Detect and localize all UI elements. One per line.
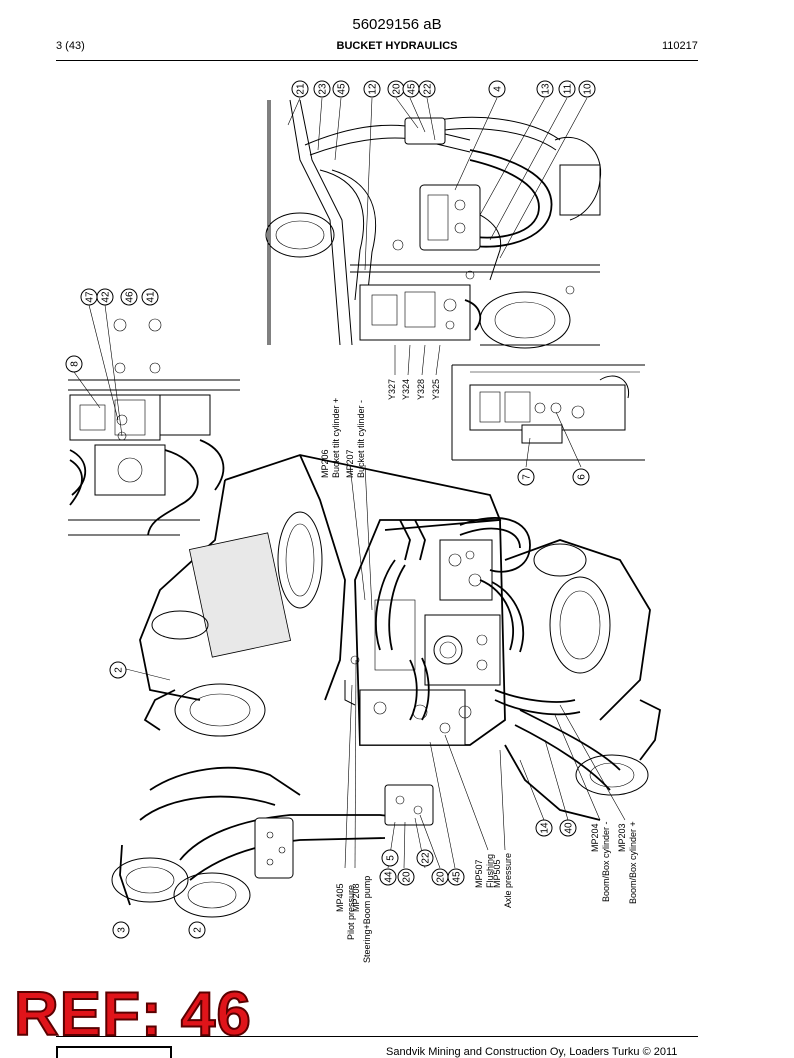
detail-view-right xyxy=(451,364,645,461)
footer-copyright: Sandvik Mining and Construction Oy, Load… xyxy=(386,1046,678,1058)
svg-text:5: 5 xyxy=(386,855,397,861)
callout-41: 41 xyxy=(141,288,159,306)
label-mp507-desc: Flushing xyxy=(485,854,495,888)
svg-text:46: 46 xyxy=(125,291,136,303)
svg-text:2: 2 xyxy=(114,667,125,673)
label-mp405-desc: Pilot pressure xyxy=(346,885,356,940)
svg-text:7: 7 xyxy=(522,474,533,480)
company-logo xyxy=(56,1046,172,1058)
svg-text:2: 2 xyxy=(193,927,204,933)
callout-21: 21 xyxy=(291,80,309,98)
svg-text:44: 44 xyxy=(384,871,395,883)
svg-text:3: 3 xyxy=(117,927,128,933)
callout-45: 45 xyxy=(447,868,465,886)
label-y324: Y324 xyxy=(401,379,411,400)
svg-text:20: 20 xyxy=(392,83,403,95)
svg-text:20: 20 xyxy=(402,871,413,883)
svg-text:45: 45 xyxy=(337,83,348,95)
label-mp207-desc: Bucket tilt cylinder - xyxy=(356,400,366,478)
svg-text:42: 42 xyxy=(101,291,112,303)
rotated-labels: Y327 Y324 Y328 Y325 MP206 Bucket tilt cy… xyxy=(320,379,638,963)
callout-4: 4 xyxy=(488,80,506,98)
label-mp405: MP405 xyxy=(335,883,345,912)
svg-text:45: 45 xyxy=(407,83,418,95)
document-number: 56029156 aB xyxy=(352,16,442,33)
label-mp203: MP203 xyxy=(617,823,627,852)
callout-23: 23 xyxy=(313,80,331,98)
label-mp203-desc: Boom/Box cylinder + xyxy=(628,821,638,904)
svg-text:40: 40 xyxy=(564,822,575,834)
callout-20: 20 xyxy=(431,868,449,886)
svg-text:20: 20 xyxy=(436,871,447,883)
label-mp505: MP505 xyxy=(492,859,502,888)
callout-45: 45 xyxy=(402,80,420,98)
label-y328: Y328 xyxy=(416,379,426,400)
callout-8: 8 xyxy=(65,355,83,373)
svg-text:21: 21 xyxy=(296,83,307,95)
label-mp206-desc: Bucket tilt cylinder + xyxy=(331,398,341,478)
callout-13: 13 xyxy=(536,80,554,98)
callout-40: 40 xyxy=(559,819,577,837)
callout-6: 6 xyxy=(572,468,590,486)
callout-47: 47 xyxy=(80,288,98,306)
detail-view-top xyxy=(265,99,602,349)
callout-balloons: 21 23 45 12 20 45 22 4 13 11 10 47 42 46… xyxy=(65,80,596,939)
callout-11: 11 xyxy=(558,80,576,98)
callout-2: 2 xyxy=(109,661,127,679)
label-mp507: MP507 xyxy=(474,859,484,888)
callout-12: 12 xyxy=(363,80,381,98)
svg-text:4: 4 xyxy=(493,86,504,92)
callout-10: 10 xyxy=(578,80,596,98)
callout-22: 22 xyxy=(418,80,436,98)
label-mp208-desc: Steering+Boom pump xyxy=(362,876,372,963)
svg-text:13: 13 xyxy=(541,83,552,95)
svg-text:6: 6 xyxy=(577,474,588,480)
detail-view-left xyxy=(68,318,240,536)
label-mp505-desc: Axle pressure xyxy=(503,853,513,908)
callout-3: 3 xyxy=(112,921,130,939)
callout-20: 20 xyxy=(397,868,415,886)
reference-stamp: REF: 46 xyxy=(13,980,252,1049)
label-mp207: MP207 xyxy=(345,449,355,478)
svg-text:45: 45 xyxy=(452,871,463,883)
label-mp204-desc: Boom/Box cylinder - xyxy=(601,821,611,902)
label-mp208: MP208 xyxy=(351,883,361,912)
label-mp204: MP204 xyxy=(590,823,600,852)
svg-text:14: 14 xyxy=(540,822,551,834)
svg-text:22: 22 xyxy=(421,852,432,864)
callout-46: 46 xyxy=(120,288,138,306)
svg-text:8: 8 xyxy=(70,361,81,367)
callout-22: 22 xyxy=(416,849,434,867)
callout-20: 20 xyxy=(387,80,405,98)
leader-lines xyxy=(73,97,626,869)
callout-7: 7 xyxy=(517,468,535,486)
page-number: 3 (43) xyxy=(56,40,85,52)
header-rule xyxy=(56,60,698,61)
label-mp206: MP206 xyxy=(320,449,330,478)
label-y325: Y325 xyxy=(431,379,441,400)
svg-text:41: 41 xyxy=(146,291,157,303)
callout-14: 14 xyxy=(535,819,553,837)
callout-5: 5 xyxy=(381,849,399,867)
callout-2: 2 xyxy=(188,921,206,939)
svg-text:12: 12 xyxy=(368,83,379,95)
main-isometric-view xyxy=(111,454,661,918)
svg-text:47: 47 xyxy=(85,291,96,303)
document-date-code: 110217 xyxy=(662,40,698,52)
label-y327: Y327 xyxy=(387,379,397,400)
footer-rule xyxy=(56,1036,698,1037)
callout-44: 44 xyxy=(379,868,397,886)
section-title: BUCKET HYDRAULICS xyxy=(336,40,458,52)
svg-text:22: 22 xyxy=(423,83,434,95)
svg-text:23: 23 xyxy=(318,83,329,95)
callout-45: 45 xyxy=(332,80,350,98)
svg-text:11: 11 xyxy=(563,83,574,94)
callout-42: 42 xyxy=(96,288,114,306)
svg-text:10: 10 xyxy=(583,83,594,95)
